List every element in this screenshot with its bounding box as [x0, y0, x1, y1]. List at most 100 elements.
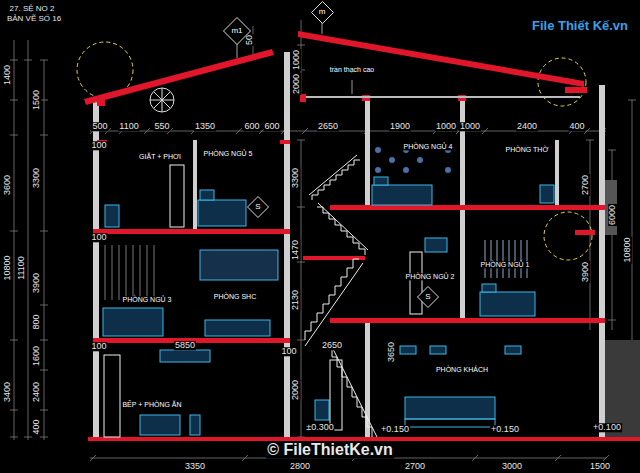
dimension-label: 2650 — [321, 341, 343, 350]
slabs-and-roof — [298, 31, 584, 87]
room-label: PHÒNG SHC — [213, 293, 257, 300]
dimension-lines — [44, 60, 45, 440]
dimension-label: +0.100 — [592, 423, 622, 432]
dimension-label: 10800 — [623, 236, 632, 263]
ventilation-fan — [150, 88, 174, 112]
slabs-and-roof — [565, 87, 587, 93]
detail-callout: 27. SỆ NO 2 — [9, 5, 56, 13]
dimension-label: 3900 — [581, 261, 590, 283]
slabs-and-roof — [84, 31, 640, 441]
dimension-label: 5850 — [174, 341, 196, 350]
section-marker-diamond: m — [311, 1, 334, 24]
dimension-label: 2130 — [291, 289, 300, 311]
furniture — [405, 419, 495, 427]
dimension-label: 100 — [280, 347, 297, 356]
dimension-label: 1400 — [3, 64, 12, 86]
dimension-label: 3000 — [501, 462, 523, 471]
watermark: File Thiết Kế.vn — [531, 19, 629, 33]
ceiling-line — [352, 80, 353, 94]
dimension-label: 2700 — [581, 174, 590, 196]
marker-leaders — [322, 23, 323, 34]
dimension-lines — [10, 20, 636, 461]
dimension-label: 1500 — [589, 462, 611, 471]
dimension-label: 1500 — [32, 89, 41, 111]
dimension-label: 3300 — [291, 167, 300, 189]
furniture — [190, 415, 200, 435]
dimension-label: 100 — [90, 141, 107, 150]
dimension-label: 100 — [90, 342, 107, 351]
ceiling-line — [306, 80, 580, 97]
walls — [599, 85, 605, 437]
walls — [284, 52, 290, 437]
dimension-label: 3650 — [387, 341, 396, 363]
room-label: PHÒNG NGỦ 4 — [402, 143, 453, 150]
marker-leaders — [237, 23, 322, 58]
ventilation-fan — [150, 88, 174, 112]
dimension-lines — [10, 60, 48, 437]
furniture — [389, 157, 395, 163]
stairs — [318, 203, 368, 250]
slabs-and-roof — [280, 140, 290, 144]
slabs-and-roof — [575, 230, 595, 235]
furniture — [505, 346, 521, 354]
furniture — [205, 320, 270, 336]
dimension-label: 1600 — [32, 345, 41, 367]
dimension-label: 500 — [91, 122, 108, 131]
room-label: PHÒNG NGỦ 2 — [404, 273, 455, 280]
furniture — [482, 284, 496, 292]
furniture — [410, 252, 422, 314]
diamond-outline — [224, 18, 251, 45]
walls — [365, 97, 370, 205]
diamond-outline — [311, 1, 333, 23]
stairs — [312, 160, 360, 200]
marker-text: S — [425, 293, 430, 301]
stairs — [317, 207, 365, 255]
furniture — [445, 167, 451, 173]
dimension-label: 800 — [32, 313, 41, 330]
furniture — [372, 185, 432, 205]
dimension-label: 2800 — [289, 462, 311, 471]
ventilation-fan — [150, 88, 174, 112]
dimension-label: +0.150 — [380, 425, 410, 434]
dimension-label: 3350 — [184, 462, 206, 471]
slabs-and-roof — [97, 100, 105, 106]
walls — [605, 180, 617, 235]
section-marker-diamond: m1 — [223, 17, 251, 45]
dimension-label: 600 — [243, 122, 260, 131]
dimension-label: 2000 — [291, 379, 300, 401]
dimension-label: 100 — [90, 233, 107, 242]
furniture — [105, 245, 154, 300]
dimension-label: 50 — [245, 34, 254, 46]
dimension-label: +0.150 — [490, 425, 520, 434]
marker-text: m — [319, 8, 326, 16]
furniture — [103, 147, 554, 437]
walls — [193, 140, 197, 229]
furniture — [400, 346, 416, 354]
dimension-label: 1000 — [435, 122, 457, 131]
walls — [460, 210, 465, 318]
slabs-and-roof — [300, 94, 306, 102]
furniture — [540, 185, 554, 203]
room-label: GIẶT + PHƠI — [138, 153, 182, 160]
dimension-label: 2400 — [516, 122, 538, 131]
dimension-label: 3600 — [3, 174, 12, 196]
dimension-label: 1000 — [459, 122, 481, 131]
furniture — [417, 157, 423, 163]
watermark: © FileThietKe.vn — [266, 442, 394, 459]
dimension-label: 11100 — [17, 255, 26, 281]
furniture — [198, 200, 246, 226]
walls — [555, 140, 559, 205]
room-label: trần thạch cao — [329, 66, 375, 73]
stairs — [305, 259, 359, 340]
furniture — [375, 167, 381, 173]
furniture — [425, 238, 447, 252]
room-label: PHÒNG NGỦ 5 — [202, 150, 253, 157]
furniture — [104, 355, 120, 437]
furniture — [405, 397, 495, 419]
furniture — [103, 308, 163, 336]
dimension-label: 2700 — [404, 462, 426, 471]
slabs-and-roof — [330, 318, 605, 323]
dimension-label: 2650 — [317, 122, 339, 131]
